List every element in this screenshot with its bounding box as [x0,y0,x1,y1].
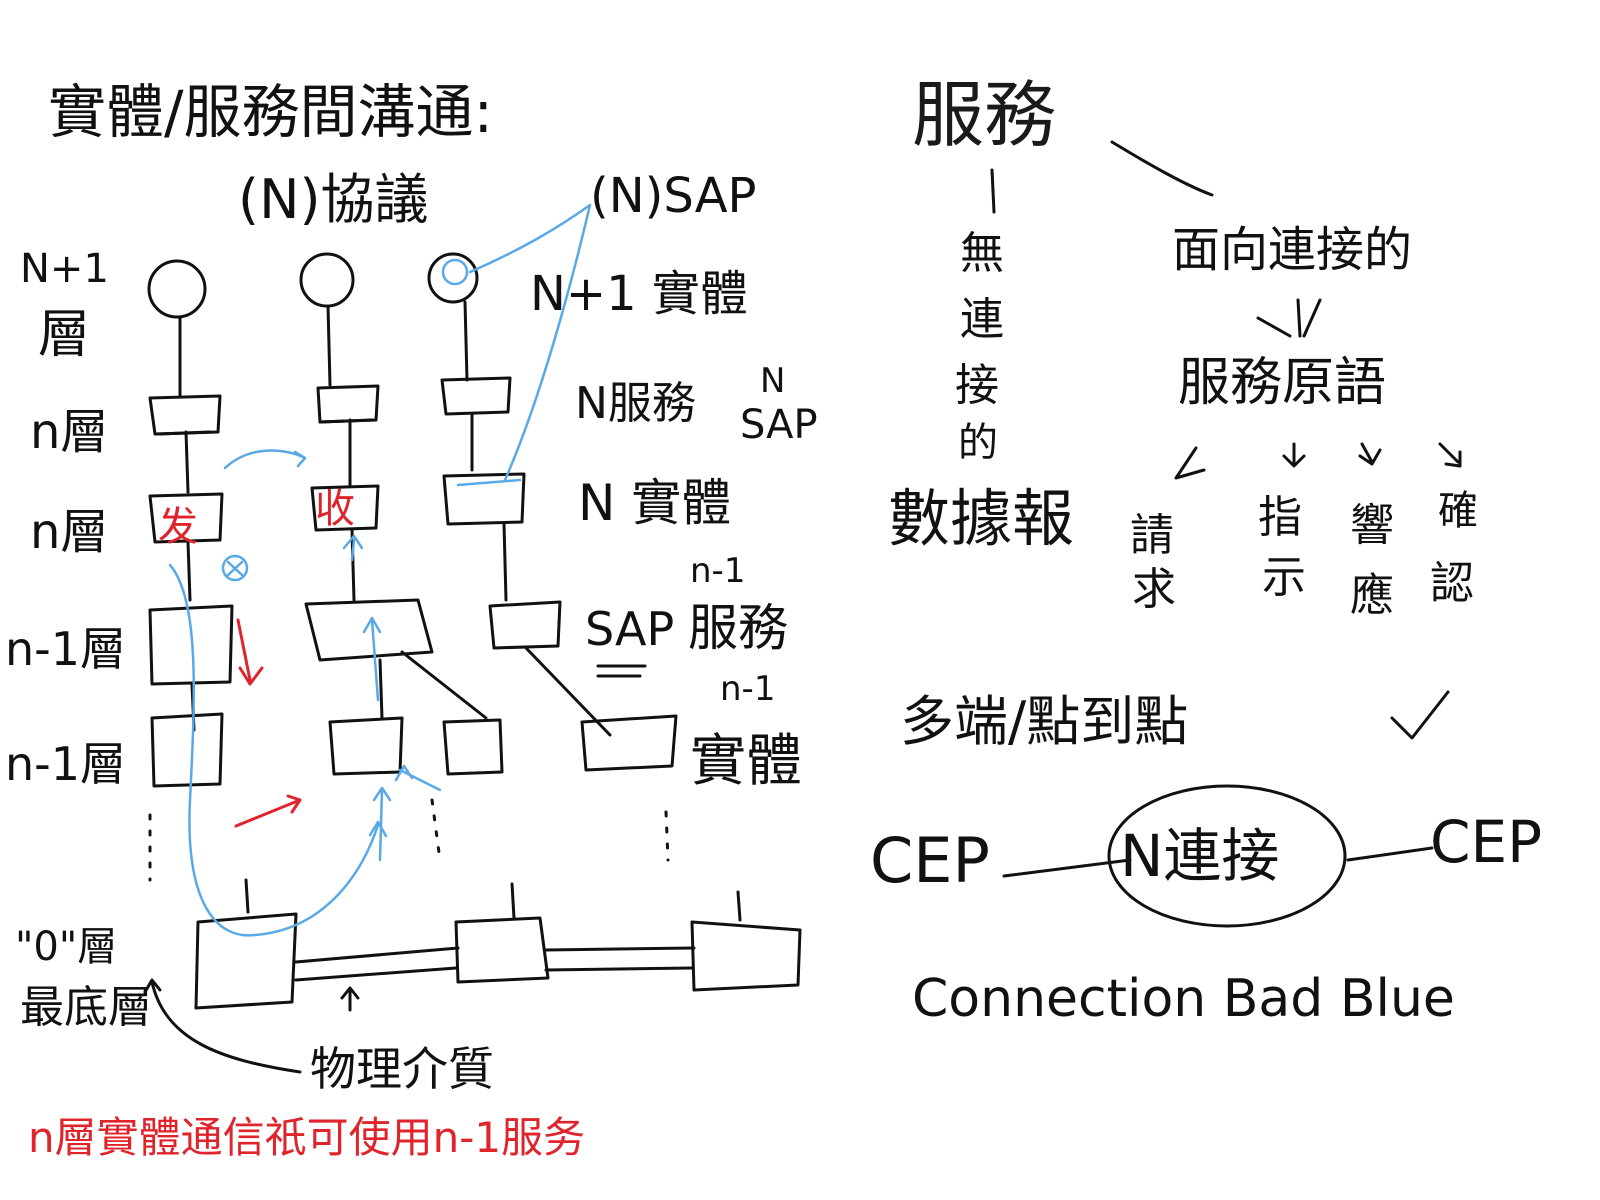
connectionless-2: 連 [960,294,1004,345]
multipoint-label: 多端/點到點 [900,690,1188,753]
connectionless-3: 接 [955,360,999,411]
check-mark [1390,690,1450,740]
n-box-2b [310,484,380,532]
service-down-stroke [990,168,996,214]
n1e-box-4 [580,714,678,772]
n-connection-label: N連接 [1120,822,1279,890]
confirm-2: 認 [1430,558,1474,609]
n-box-3b [442,472,526,526]
sap-box-line [456,478,522,487]
entity-circle-2 [299,252,355,308]
physical-medium-label: 物理介質 [310,1042,494,1096]
service-primitives: 服務原語 [1178,353,1386,413]
n-box-2a [316,384,380,424]
phys-box-3 [690,920,802,992]
datagram-label: 數據報 [888,482,1074,555]
sap2-underline [596,664,647,678]
response-1: 響 [1350,500,1394,551]
red-down-arrow [236,618,264,686]
blue-down-path [168,563,388,937]
indication-1: 指 [1258,492,1302,543]
service-branch-line [1110,140,1214,197]
layer-label-zero: "0"層 [15,924,117,970]
n1e-box-1 [150,712,224,788]
cep-right: CEP [1430,808,1542,876]
n1e-box-2 [328,716,404,776]
arrow-confirm [1438,442,1462,468]
n-connection-ellipse [1107,784,1347,928]
arrow-indication [1282,442,1306,468]
layer-label-bottom: 最底層 [20,982,152,1033]
blue-up-arrows [342,534,392,862]
n1-box-1 [148,604,234,686]
n1-box-2 [304,598,434,662]
connectionless-4: 的 [958,420,998,466]
note-service2: 服務 [688,599,788,657]
sap-label: (N)SAP [590,168,757,224]
phys-box-2 [454,916,550,984]
layer-label-n-a: n層 [30,404,108,460]
response-2: 應 [1350,570,1394,621]
layer-label-n-plus-1: N+1 [20,246,109,292]
indication-2: 示 [1262,552,1306,603]
note-n-sap-sap: SAP [740,402,818,448]
primitives-arrows [1256,298,1322,338]
entity-stems [178,300,469,397]
dotted-continuation [148,798,670,882]
n-box-3a [440,376,512,416]
red-footer: n層實體通信祇可使用n-1服务 [28,1113,585,1162]
n1e-box-3 [442,718,504,776]
arrow-request [1174,446,1206,480]
n-links-1 [158,412,474,494]
layer-label-n-b: n層 [30,504,108,560]
medium-arrow [340,986,360,1012]
n-box-1b [148,492,224,544]
note-n-minus-1-a: n-1 [690,551,745,591]
entity-circle-1 [147,259,207,319]
note-n-minus-1-b: n-1 [720,669,775,709]
red-right-arrow [234,794,302,828]
arrow-response [1358,442,1382,466]
layer-label-n-minus-1-a: n-1層 [5,622,126,676]
phys-stems [244,878,742,922]
entity-circle-3 [427,252,479,304]
service-title: 服務 [912,73,1056,157]
bottom-layer-arrow [143,978,302,1074]
blue-top-arrow [223,449,307,470]
connectionless-1: 無 [960,228,1004,279]
blue-small-arrow [394,764,442,792]
request-1: 請 [1130,510,1174,561]
sap-pointer-lines [468,203,592,482]
note-n-service: N服務 [575,378,696,429]
layer-label-n-plus-1-ceng: 層 [38,305,90,365]
receive-label: 收 [315,486,355,532]
note-n-sap-n: N [760,361,785,401]
note-n-entity: N 實體 [578,474,731,532]
send-label: 发 [158,504,198,550]
protocol-label: (N)協議 [238,168,429,231]
connection-oriented: 面向連接的 [1172,222,1412,278]
n-links-2 [186,522,508,602]
blue-x-mark [226,560,244,577]
note-sap2: SAP [585,602,674,656]
phys-medium-lines [294,946,696,982]
note-entity2: 實體 [690,729,802,794]
sap-circle-marker [441,258,469,286]
phys-box-1 [194,912,298,1010]
blue-circle-x [221,554,249,582]
n1-box-3 [488,600,562,650]
confirm-1: 確 [1438,488,1478,534]
cep-right-link [1346,846,1434,862]
left-title: 實體/服務間溝通: [48,78,493,146]
n-box-1a [148,394,222,436]
connection-words: Connection Bad Blue [912,969,1455,1029]
request-2: 求 [1132,564,1176,615]
cep-left: CEP [870,824,990,897]
layer-label-n-minus-1-b: n-1層 [5,737,126,791]
